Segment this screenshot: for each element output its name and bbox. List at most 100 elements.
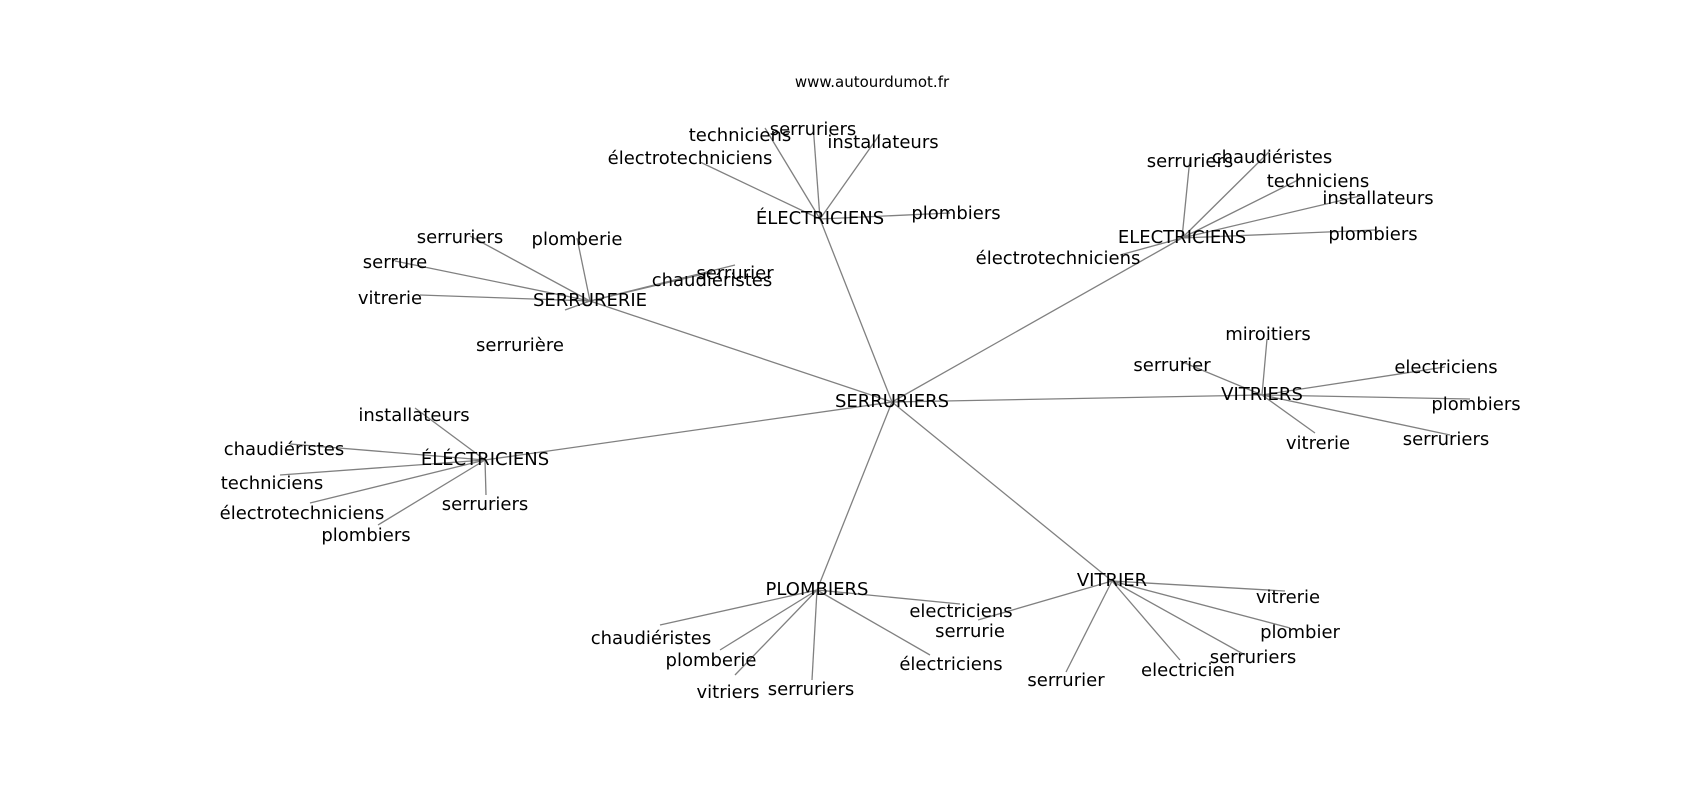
edge-vitrier-leaf-2 bbox=[1111, 580, 1291, 629]
cluster-node-label: VITRIER bbox=[1077, 570, 1147, 591]
leaf-label-electriciens_top: techniciens bbox=[689, 125, 792, 146]
leaf-label-electriciens_right: installateurs bbox=[1322, 188, 1433, 209]
leaf-label-vitrier: serrurie bbox=[935, 621, 1005, 642]
cluster-node-label: SERRURERIE bbox=[533, 290, 647, 311]
edge-serrurerie-leaf-3 bbox=[419, 294, 591, 302]
edge-vitriers-leaf-3 bbox=[1261, 394, 1471, 400]
leaf-label-electriciens_left: plombiers bbox=[321, 525, 410, 546]
leaf-label-plombiers: électriciens bbox=[899, 654, 1002, 675]
edge-vitrier-leaf-3 bbox=[1111, 580, 1246, 656]
leaf-label-vitrier: vitrerie bbox=[1256, 587, 1320, 608]
leaf-label-plombiers: chaudiéristes bbox=[591, 628, 712, 649]
leaf-label-serrurerie: serrure bbox=[363, 252, 427, 273]
edge-electriciens_top-leaf-2 bbox=[819, 133, 881, 220]
edge-root-electriciens_left bbox=[484, 401, 893, 461]
leaf-label-electriciens_top: électrotechniciens bbox=[608, 148, 773, 169]
leaf-label-plombiers: vitriers bbox=[697, 682, 760, 703]
leaf-label-electriciens_right: techniciens bbox=[1267, 171, 1370, 192]
edge-electriciens_right-leaf-1 bbox=[1181, 150, 1271, 239]
leaf-label-electriciens_left: installateurs bbox=[358, 405, 469, 426]
edge-root-electriciens_right bbox=[891, 237, 1183, 403]
edge-root-vitrier bbox=[891, 401, 1113, 582]
edge-plombiers-leaf-2 bbox=[719, 589, 818, 651]
edge-plombiers-leaf-4 bbox=[811, 589, 818, 681]
cluster-node-label: ÉLÉCTRICIENS bbox=[421, 448, 549, 470]
leaf-label-plombiers: serruriers bbox=[768, 679, 855, 700]
leaf-label-vitrier: plombier bbox=[1260, 622, 1340, 643]
edge-root-electriciens_top bbox=[819, 218, 893, 403]
cluster-node-label: PLOMBIERS bbox=[766, 579, 869, 600]
leaf-label-vitrier: serrurier bbox=[1027, 670, 1105, 691]
site-watermark: www.autourdumot.fr bbox=[795, 73, 950, 91]
edge-plombiers-leaf-1 bbox=[659, 589, 818, 626]
edge-root-serrurerie bbox=[589, 300, 893, 403]
leaf-label-electriciens_right: électrotechniciens bbox=[976, 248, 1141, 269]
edge-electriciens_right-leaf-5 bbox=[1119, 237, 1183, 256]
leaf-label-serrurerie: serrurière bbox=[476, 335, 564, 356]
edge-serrurerie-leaf-6 bbox=[589, 264, 736, 302]
leaf-label-serrurerie: plomberie bbox=[532, 229, 623, 250]
leaf-label-vitrier: electricien bbox=[1141, 660, 1235, 681]
leaf-label-vitriers: miroitiers bbox=[1225, 324, 1310, 345]
edge-electriciens_right-leaf-4 bbox=[1181, 229, 1376, 239]
leaf-label-electriciens_right: serruriers bbox=[1147, 151, 1234, 172]
leaf-label-electriciens_left: serruriers bbox=[442, 494, 529, 515]
leaf-label-electriciens_left: chaudiéristes bbox=[224, 439, 345, 460]
leaf-label-serrurerie: serruriers bbox=[417, 227, 504, 248]
edge-serrurerie-leaf-1 bbox=[576, 237, 591, 302]
leaf-label-electriciens_right: chaudiéristes bbox=[1212, 147, 1333, 168]
leaf-label-vitrier: serruriers bbox=[1210, 647, 1297, 668]
leaf-label-plombiers: plomberie bbox=[666, 650, 757, 671]
edge-electriciens_right-leaf-0 bbox=[1181, 157, 1191, 239]
edge-serrurerie-leaf-2 bbox=[394, 260, 591, 302]
edge-plombiers-leaf-3 bbox=[734, 589, 818, 676]
edge-vitriers-leaf-4 bbox=[1261, 394, 1316, 434]
leaf-label-electriciens_top: serruriers bbox=[770, 119, 857, 140]
cluster-node-label: ÉLECTRICIENS bbox=[756, 207, 884, 229]
graph-edges bbox=[279, 123, 1471, 681]
edge-serrurerie-leaf-4 bbox=[564, 300, 591, 311]
edge-electriciens_left-leaf-5 bbox=[484, 459, 487, 496]
leaf-label-electriciens_left: techniciens bbox=[221, 473, 324, 494]
edge-electriciens_right-leaf-3 bbox=[1181, 195, 1361, 239]
leaf-label-serrurerie: serrurier bbox=[696, 263, 774, 284]
leaf-label-vitriers: plombiers bbox=[1431, 394, 1520, 415]
edge-electriciens_left-leaf-4 bbox=[377, 459, 486, 526]
edge-electriciens_top-leaf-4 bbox=[819, 212, 951, 220]
edge-electriciens_top-leaf-3 bbox=[699, 161, 821, 220]
edge-vitriers-leaf-5 bbox=[1261, 394, 1451, 436]
edge-electriciens_left-leaf-0 bbox=[414, 407, 486, 461]
edge-vitriers-leaf-0 bbox=[1261, 338, 1268, 396]
edge-plombiers-leaf-5 bbox=[816, 589, 931, 656]
edge-vitriers-leaf-2 bbox=[1261, 366, 1446, 396]
leaf-label-electriciens_top: installateurs bbox=[827, 132, 938, 153]
edge-vitrier-leaf-1 bbox=[1111, 580, 1286, 592]
leaf-label-serrurerie: chaudiéristes bbox=[652, 270, 773, 291]
leaf-label-vitriers: vitrerie bbox=[1286, 433, 1350, 454]
leaf-label-vitriers: serrurier bbox=[1133, 355, 1211, 376]
edge-electriciens_top-leaf-0 bbox=[764, 127, 821, 220]
leaf-label-plombiers: electriciens bbox=[909, 601, 1012, 622]
edge-root-plombiers bbox=[816, 401, 893, 591]
leaf-label-vitriers: electriciens bbox=[1394, 357, 1497, 378]
edge-vitrier-leaf-5 bbox=[1065, 580, 1113, 673]
edge-vitriers-leaf-1 bbox=[1179, 360, 1263, 396]
edge-root-vitriers bbox=[891, 394, 1263, 403]
edge-serrurerie-leaf-0 bbox=[469, 235, 591, 302]
leaf-label-electriciens_top: plombiers bbox=[911, 203, 1000, 224]
leaf-label-electriciens_right: plombiers bbox=[1328, 224, 1417, 245]
edge-electriciens_top-leaf-1 bbox=[812, 123, 821, 220]
edge-electriciens_right-leaf-2 bbox=[1181, 178, 1301, 239]
leaf-label-electriciens_left: électrotechniciens bbox=[220, 503, 385, 524]
edge-electriciens_left-leaf-1 bbox=[289, 443, 486, 461]
edge-vitrier-leaf-0 bbox=[977, 580, 1113, 621]
cluster-node-label: ELECTRICIENS bbox=[1118, 227, 1246, 248]
leaf-label-serrurerie: vitrerie bbox=[358, 288, 422, 309]
edge-electriciens_left-leaf-2 bbox=[279, 459, 486, 476]
cluster-node-label: VITRIERS bbox=[1221, 384, 1303, 405]
edge-vitrier-leaf-4 bbox=[1111, 580, 1181, 661]
graph-labels: serruriers plomberie serrure vitrerie serrur… bbox=[220, 119, 1521, 703]
root-node-label: SERRURIERS bbox=[835, 391, 949, 412]
edge-electriciens_left-leaf-3 bbox=[309, 459, 486, 504]
